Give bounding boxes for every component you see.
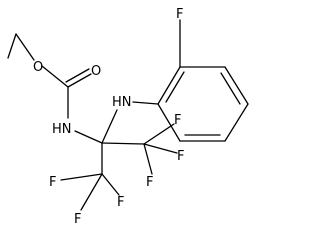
atom-f-right-3: F (146, 175, 153, 190)
ring-bond-4 (224, 103, 249, 142)
structure-diagram: O O HN HN F F F F F F F (7, 7, 249, 227)
atom-f-left-1: F (49, 175, 56, 190)
bond-right-cf3-f2 (143, 143, 178, 154)
bond-ethyl-ch3 (7, 33, 17, 59)
bond-left-cf3-f3 (101, 173, 120, 196)
bond-nh-central-c (74, 130, 103, 144)
atom-nh-aniline: HN (112, 95, 132, 110)
bond-right-cf3-f3 (143, 143, 153, 175)
ring-bond-3 (224, 66, 249, 105)
bond-c-double-o-a (67, 73, 92, 88)
atom-f-right-2: F (177, 149, 184, 164)
ring-double-2 (220, 72, 241, 105)
bond-right-cf3-f1 (143, 123, 175, 145)
molecule-svg: O O HN HN F F F F F F F (7, 7, 249, 227)
bond-c-double-o-b (65, 68, 90, 83)
atom-f-left-2: F (74, 212, 81, 227)
ring-bond-6 (157, 103, 181, 142)
bond-left-cf3-f2 (80, 173, 103, 211)
bond-o-carbonyl-c (41, 65, 69, 88)
bond-nh-ring (132, 101, 159, 105)
atom-o-ether: O (33, 60, 43, 75)
ring-double-1 (165, 71, 185, 103)
atom-o-carbonyl: O (91, 64, 101, 79)
ring-bond-1 (157, 66, 181, 105)
atom-nh-carbamate: HN (52, 122, 72, 137)
atom-f-right-1: F (174, 113, 181, 128)
bond-ethyl-ch2-o (15, 33, 35, 61)
bond-central-right-cf3 (101, 142, 145, 145)
bond-central-c-nh (101, 109, 118, 144)
atom-f-left-3: F (117, 195, 124, 210)
bond-left-cf3-f1 (60, 173, 103, 181)
atom-f-aryl: F (176, 7, 183, 22)
